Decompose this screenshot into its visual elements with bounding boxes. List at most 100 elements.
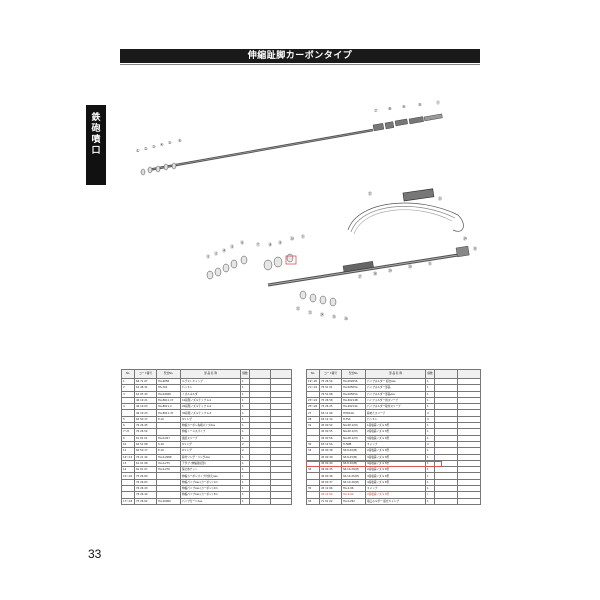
table-cell [270, 377, 292, 386]
page-number: 33 [88, 547, 102, 561]
table-cell [457, 415, 481, 424]
callout-number: ⑨ [402, 104, 406, 109]
side-tab-char: 鉄 [91, 113, 101, 123]
table-cell [270, 403, 292, 411]
table-cell [457, 466, 481, 474]
callout-number: ⑲ [278, 239, 282, 245]
callout-number: ⑮ [230, 243, 234, 249]
table-cell: HA-2006K [156, 497, 181, 505]
callout-number: ㉛ [428, 260, 432, 266]
table-cell: HA-K-262 [341, 497, 366, 505]
side-tab-label: 鉄砲噴口 [86, 113, 106, 157]
table-cell [457, 409, 481, 417]
table-cell: 1 [240, 497, 250, 505]
callout-number: ③ [152, 144, 156, 149]
table-cell [457, 422, 481, 430]
table-cell: 17〜18 [121, 497, 135, 505]
table-header-cell: コード番号 [319, 369, 342, 379]
table-cell: 71 01 02 [319, 497, 342, 505]
section-title: 伸縮趾脚カーボンタイプ [247, 51, 353, 61]
table-cell [270, 491, 292, 499]
callout-number: ㉞ [463, 235, 467, 241]
upper-assembly [140, 113, 443, 176]
table-cell [457, 453, 481, 461]
callout-number: ㉚ [408, 263, 412, 269]
table-cell [270, 434, 292, 442]
table-cell: 75 26 62 [134, 497, 157, 505]
table-header-cell: No. [121, 369, 135, 379]
table-cell [270, 428, 292, 436]
hose-coil [347, 188, 464, 235]
table-header-cell [249, 369, 271, 379]
table-cell [457, 396, 481, 405]
callout-number: ① [136, 148, 140, 153]
table-cell [270, 497, 292, 505]
table-cell [457, 390, 481, 398]
table-cell [270, 415, 292, 424]
table-cell [457, 403, 481, 411]
table-cell [270, 447, 292, 455]
side-tab-char: 口 [91, 146, 101, 156]
table-cell [270, 466, 292, 474]
callout-number: ㉑ [301, 233, 305, 239]
table-cell: パイプガードAss [180, 497, 241, 505]
table-cell [457, 434, 481, 442]
lower-assembly [206, 245, 470, 307]
header-rule [120, 64, 480, 65]
table-cell [270, 440, 292, 449]
table-cell [270, 453, 292, 461]
callout-number: ㉘ [373, 270, 377, 276]
table-header-cell [457, 369, 481, 379]
callout-number: ⑧ [388, 106, 392, 111]
table-header-cell: 個数 [425, 369, 435, 379]
table-header-cell: 部 品 名 称 [365, 369, 426, 379]
callout-number: ㉖ [344, 315, 348, 321]
table-cell [457, 497, 481, 505]
table-cell [457, 384, 481, 392]
table-header-cell: 型式No. [156, 369, 181, 379]
callout-number: ⑭ [222, 247, 226, 253]
callout-number: ㉗ [358, 273, 362, 279]
callout-number: ⑰ [256, 241, 260, 247]
table-header-row: No.コード番号型式No.部 品 名 称個数 [121, 369, 292, 379]
table-cell: 噴口ホルダー 組立キャンプ [365, 497, 426, 505]
section-header-bar: 伸縮趾脚カーボンタイプ [120, 49, 480, 63]
table-cell [457, 491, 481, 499]
table-cell [270, 390, 292, 398]
table-header-cell: コード番号 [134, 369, 157, 379]
table-cell [457, 478, 481, 487]
table-cell [270, 459, 292, 468]
callout-number: ㉝ [438, 195, 442, 201]
callout-number: ⑪ [436, 100, 440, 105]
callout-number: ⑦ [374, 108, 378, 113]
table-cell [270, 396, 292, 405]
table-header-row: No.コード番号型式No.部 品 名 称個数 [306, 369, 481, 379]
callout-number: ⑤ [168, 140, 172, 145]
table-cell [270, 478, 292, 487]
callout-number: ⑩ [418, 102, 422, 107]
callout-number: ⑬ [214, 250, 218, 256]
